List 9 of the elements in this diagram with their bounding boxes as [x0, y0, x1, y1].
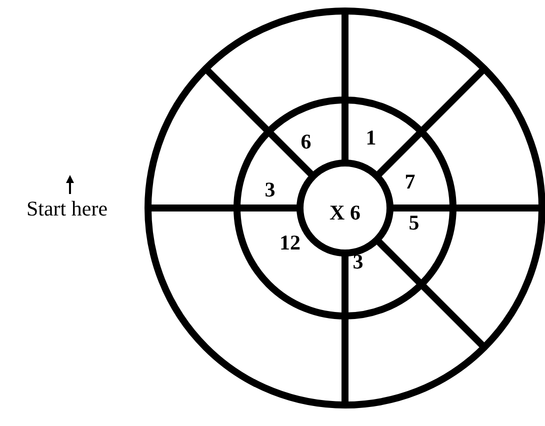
ring-number: 1 [366, 128, 376, 148]
ring-number: 5 [408, 212, 420, 234]
ring-number: 7 [404, 172, 416, 192]
ring-number: 6 [300, 132, 312, 152]
instruction-text: Start here [26, 198, 108, 220]
ring-number: 3 [264, 180, 276, 200]
ring-number: 12 [280, 232, 300, 254]
ring-number: 3 [352, 252, 364, 272]
center-label: X 6 [330, 202, 360, 224]
